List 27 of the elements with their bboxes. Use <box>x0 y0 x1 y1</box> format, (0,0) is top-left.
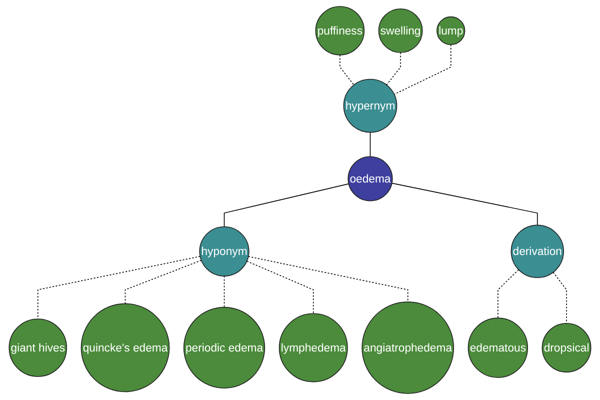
connector <box>248 256 408 302</box>
node-circle: puffiness <box>315 6 365 56</box>
node-circle: lymphedema <box>278 313 348 382</box>
node-circle: quincke's edema <box>80 303 170 392</box>
node-circle: edematous <box>468 318 528 378</box>
node-circle: oedema <box>348 156 393 202</box>
node-circle: lump <box>436 16 466 46</box>
node-circle: swelling <box>378 8 423 53</box>
node-circle: angiatrophedema <box>362 302 454 394</box>
node-circle: periodic edema <box>183 306 266 389</box>
node-circle: derivation <box>510 224 564 278</box>
connector <box>340 54 354 86</box>
connector <box>552 272 567 324</box>
node-circle: dropsical <box>542 323 592 372</box>
connector <box>392 182 538 226</box>
connector <box>124 260 202 304</box>
node-circle: hyponym <box>199 226 250 276</box>
connector <box>386 52 401 86</box>
node-circle: hypernym <box>343 78 398 133</box>
connector <box>498 269 519 318</box>
connector <box>224 183 350 228</box>
connector <box>370 132 371 158</box>
connector <box>394 44 452 95</box>
node-circle: giant hives <box>8 318 68 377</box>
connector <box>246 260 314 314</box>
connector <box>224 276 225 308</box>
connector <box>37 256 201 320</box>
